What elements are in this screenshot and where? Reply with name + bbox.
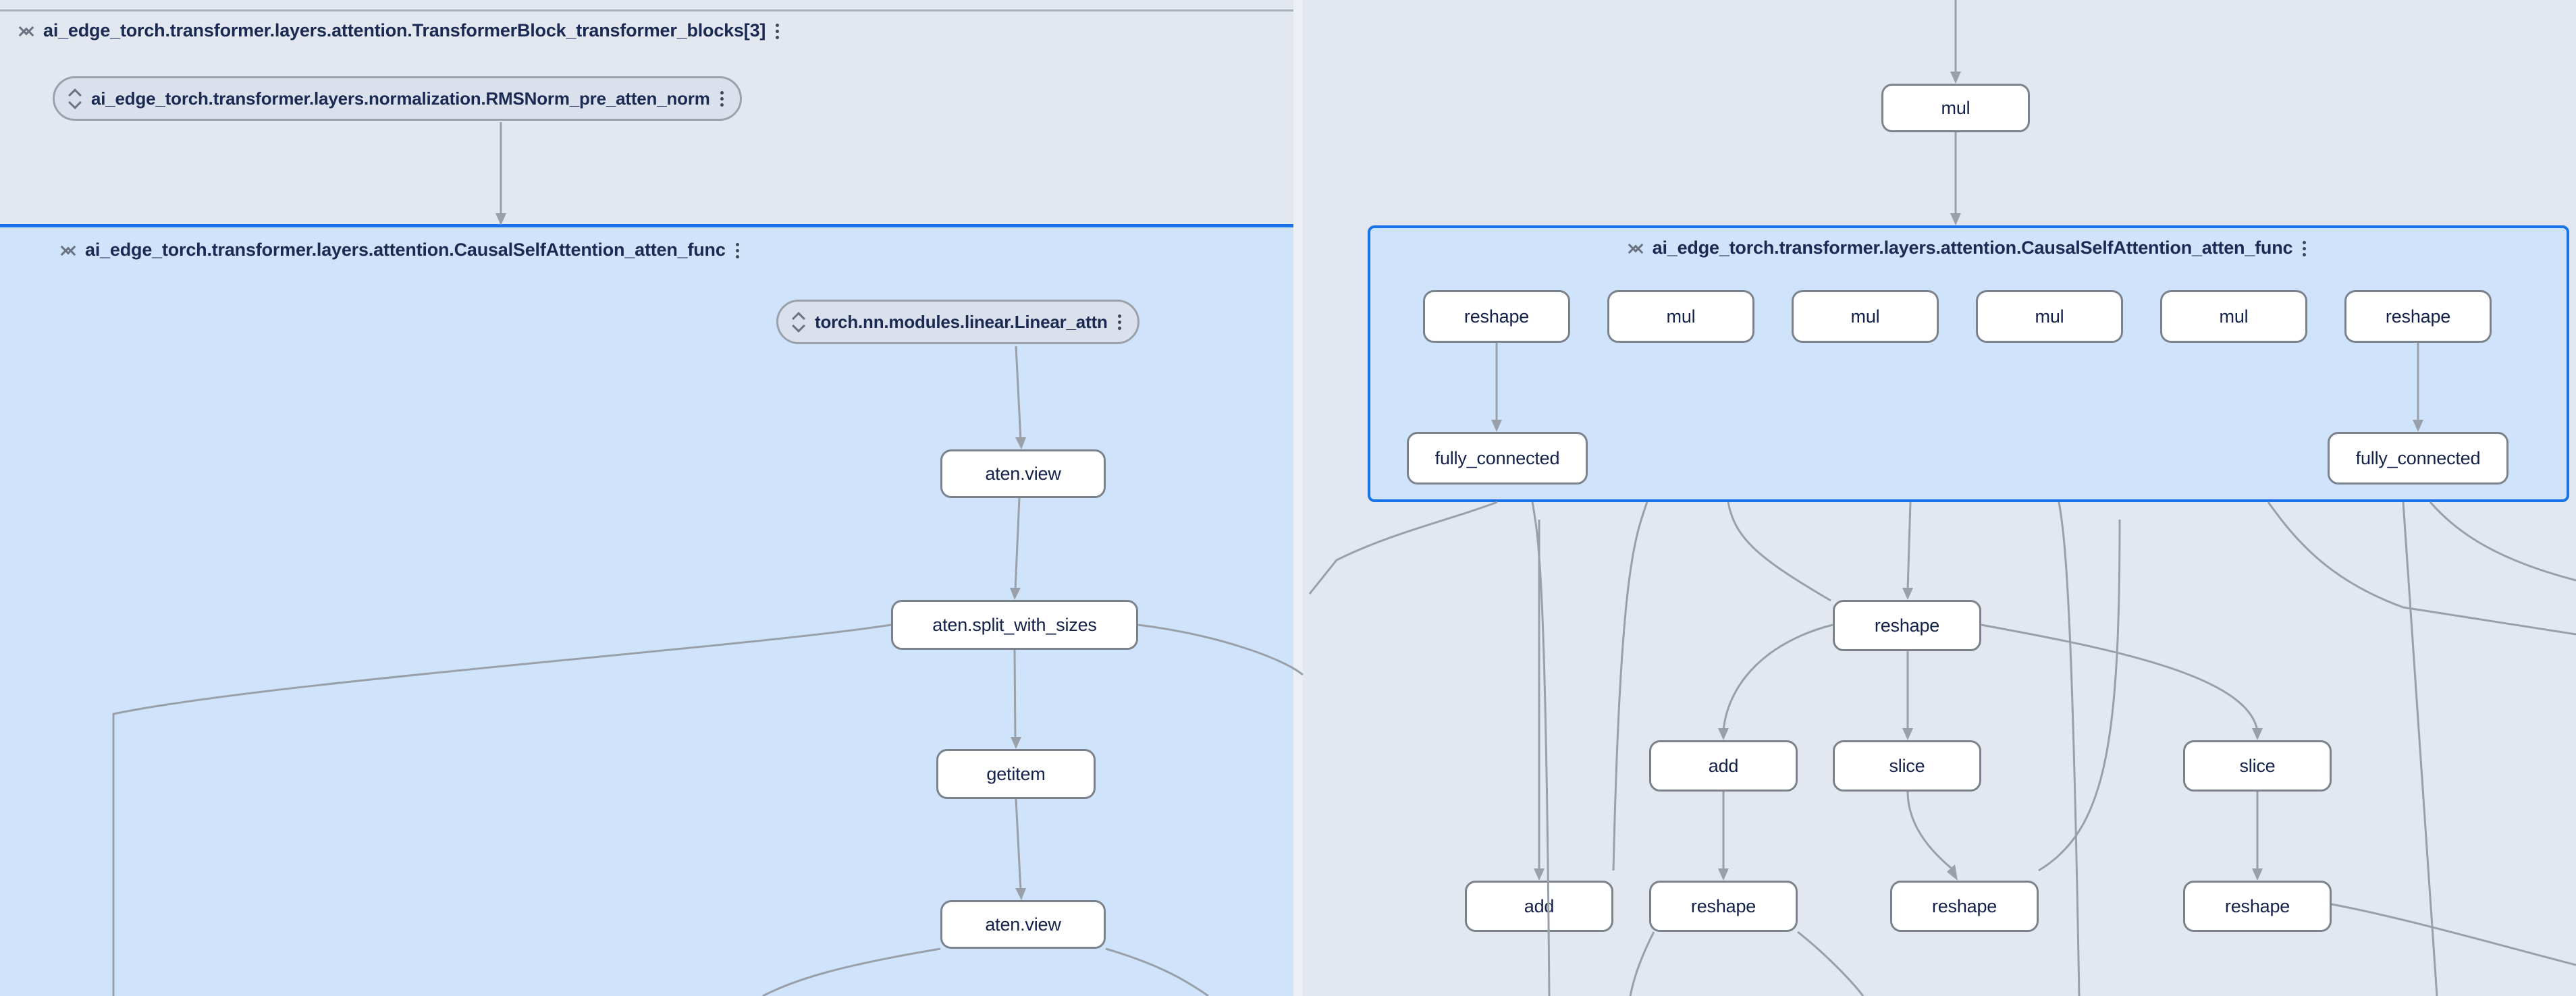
op-node-label: slice xyxy=(2239,755,2276,776)
op-node-add-below-1[interactable]: add xyxy=(1649,740,1798,792)
op-node-reshape-below-3[interactable]: reshape xyxy=(1890,881,2039,932)
op-node-reshape-r1-c1[interactable]: reshape xyxy=(1423,290,1570,343)
op-node-aten-view-2[interactable]: aten.view xyxy=(940,900,1106,949)
module-node-label: torch.nn.modules.linear.Linear_attn xyxy=(815,311,1108,332)
op-node-slice-below-2[interactable]: slice xyxy=(2183,740,2332,792)
op-node-mul-r1-c5[interactable]: mul xyxy=(2160,290,2307,343)
group-label-causal-self-attention-right: ai_edge_torch.transformer.layers.attenti… xyxy=(1652,238,2293,258)
op-node-fully-connected-left[interactable]: fully_connected xyxy=(1407,432,1588,485)
op-node-fully-connected-right[interactable]: fully_connected xyxy=(2328,432,2508,485)
op-node-label: mul xyxy=(2035,306,2064,327)
op-node-label: reshape xyxy=(2224,895,2290,916)
op-node-label: reshape xyxy=(1690,895,1756,916)
group-label-transformer-block: ai_edge_torch.transformer.layers.attenti… xyxy=(43,20,766,40)
expand-collapse-icon[interactable] xyxy=(792,312,805,332)
op-node-label: getitem xyxy=(986,763,1046,784)
op-node-slice-below-1[interactable]: slice xyxy=(1833,740,1981,792)
op-node-label: reshape xyxy=(2385,306,2451,327)
kebab-menu-icon[interactable] xyxy=(735,241,742,260)
op-node-label: fully_connected xyxy=(2355,447,2481,468)
op-node-reshape-below-1[interactable]: reshape xyxy=(1833,600,1981,651)
group-header-transformer-block[interactable]: ai_edge_torch.transformer.layers.attenti… xyxy=(19,20,782,41)
op-node-aten-view-1[interactable]: aten.view xyxy=(940,449,1106,498)
kebab-menu-icon[interactable] xyxy=(775,22,782,40)
kebab-menu-icon[interactable] xyxy=(1117,312,1124,331)
op-node-add-below-2[interactable]: add xyxy=(1465,881,1613,932)
expand-collapse-icon[interactable] xyxy=(68,88,82,109)
op-node-label: reshape xyxy=(1931,895,1997,916)
op-node-reshape-r1-c6[interactable]: reshape xyxy=(2344,290,2492,343)
op-node-label: slice xyxy=(1889,755,1925,776)
kebab-menu-icon[interactable] xyxy=(720,89,726,108)
group-header-causal-self-attention-right[interactable]: ai_edge_torch.transformer.layers.attenti… xyxy=(1368,238,2569,258)
op-node-reshape-below-2[interactable]: reshape xyxy=(1649,881,1798,932)
op-node-label: mul xyxy=(2219,306,2249,327)
op-node-aten-split-with-sizes[interactable]: aten.split_with_sizes xyxy=(891,600,1138,650)
module-node-label: ai_edge_torch.transformer.layers.normali… xyxy=(91,88,710,109)
op-node-mul-r1-c3[interactable]: mul xyxy=(1792,290,1939,343)
op-node-label: aten.split_with_sizes xyxy=(932,614,1097,635)
module-node-rmsnorm-pre-atten-norm[interactable]: ai_edge_torch.transformer.layers.normali… xyxy=(53,76,742,121)
op-node-label: mul xyxy=(1850,306,1880,327)
op-node-reshape-below-4[interactable]: reshape xyxy=(2183,881,2332,932)
op-node-label: mul xyxy=(1666,306,1696,327)
op-node-label: add xyxy=(1708,755,1739,776)
collapse-icon[interactable] xyxy=(19,21,34,41)
op-node-label: reshape xyxy=(1874,615,1940,636)
op-node-label: reshape xyxy=(1464,306,1530,327)
panel-separator[interactable] xyxy=(1293,0,1303,996)
op-node-label: aten.view xyxy=(985,914,1061,935)
panel-top-divider xyxy=(0,9,1295,11)
op-node-mul-r1-c2[interactable]: mul xyxy=(1607,290,1754,343)
op-node-label: aten.view xyxy=(985,463,1061,484)
group-label-causal-self-attention-left: ai_edge_torch.transformer.layers.attenti… xyxy=(85,240,726,260)
op-node-label: mul xyxy=(1941,97,1970,118)
op-node-mul-top[interactable]: mul xyxy=(1881,84,2030,132)
op-node-getitem[interactable]: getitem xyxy=(936,749,1096,799)
module-node-linear-attn[interactable]: torch.nn.modules.linear.Linear_attn xyxy=(776,300,1139,344)
kebab-menu-icon[interactable] xyxy=(2302,239,2309,258)
collapse-icon[interactable] xyxy=(1628,238,1643,258)
op-node-label: add xyxy=(1524,895,1555,916)
op-node-mul-r1-c4[interactable]: mul xyxy=(1976,290,2123,343)
collapse-icon[interactable] xyxy=(61,240,76,260)
op-node-label: fully_connected xyxy=(1434,447,1560,468)
group-header-causal-self-attention-left[interactable]: ai_edge_torch.transformer.layers.attenti… xyxy=(61,240,742,260)
